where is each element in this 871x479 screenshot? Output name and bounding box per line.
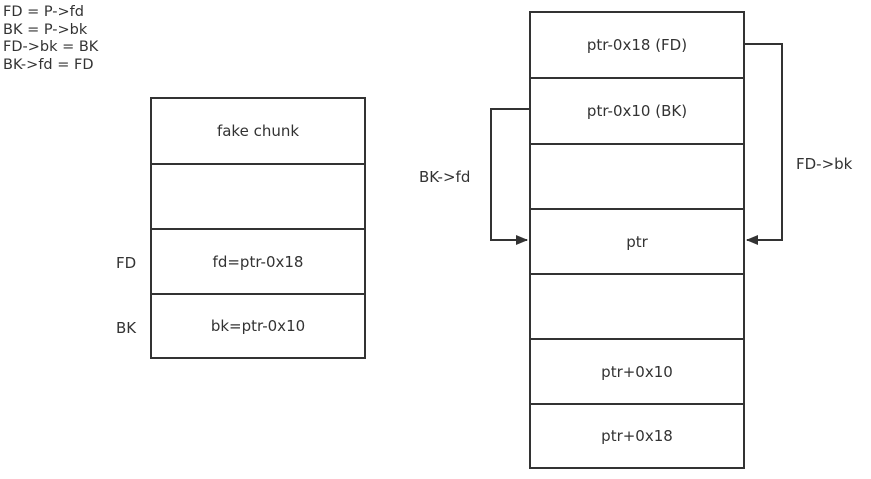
- memory-cell-bk: ptr-0x10 (BK): [531, 77, 743, 143]
- memory-cell-empty-2: [531, 273, 743, 338]
- fake-chunk-cell-fd: fd=ptr-0x18: [152, 228, 364, 293]
- memory-cell-ptr: ptr: [531, 208, 743, 273]
- bk-fd-arrow: [490, 108, 529, 245]
- memory-cell-ptr-plus-18: ptr+0x18: [531, 403, 743, 467]
- memory-cell-fd: ptr-0x18 (FD): [586, 36, 688, 54]
- memory-block: ptr-0x18 (FD) ptr-0x10 (BK) ptr ptr+0x10…: [529, 11, 745, 469]
- code-line: FD = P->fd: [3, 4, 84, 20]
- fake-chunk-cell-title: fake chunk: [216, 122, 300, 140]
- fake-chunk-cell-bk: bk=ptr-0x10: [152, 293, 364, 357]
- fd-bk-label: FD->bk: [796, 155, 853, 173]
- unlink-pseudocode: FD = P->fd BK = P->bk FD->bk = BK BK->fd…: [3, 4, 98, 74]
- bk-fd-label: BK->fd: [419, 168, 471, 186]
- fake-chunk-block: fake chunk fd=ptr-0x18 bk=ptr-0x10: [150, 97, 366, 359]
- code-line: FD->bk = BK: [3, 39, 99, 55]
- fd-bk-arrow: [745, 43, 783, 245]
- memory-cell-empty-1: [531, 143, 743, 208]
- fd-side-label: FD: [116, 254, 137, 272]
- memory-cell-ptr-plus-10: ptr+0x10: [531, 338, 743, 403]
- fake-chunk-cell-empty: [152, 163, 364, 228]
- code-line: BK = P->bk: [3, 21, 88, 38]
- code-line: BK->fd = FD: [3, 56, 94, 73]
- bk-side-label: BK: [116, 319, 137, 337]
